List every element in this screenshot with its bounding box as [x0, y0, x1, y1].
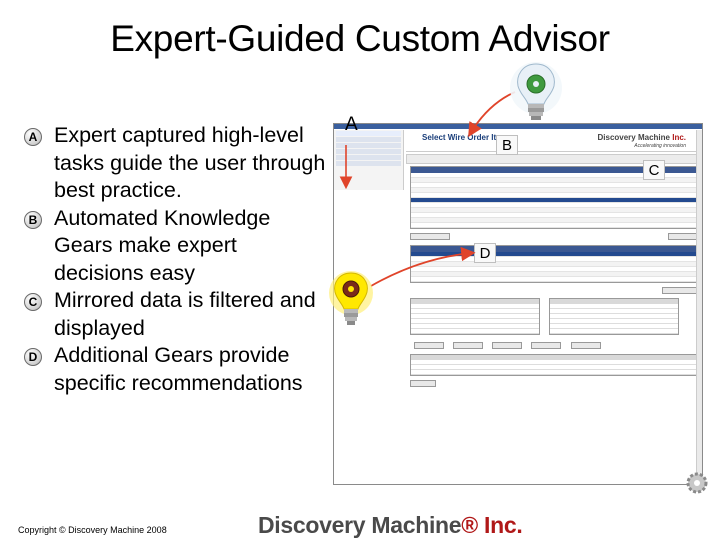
table-row[interactable] — [550, 329, 679, 334]
table-row[interactable] — [411, 277, 697, 282]
badge-b: B — [24, 210, 42, 229]
badge-a: A — [24, 128, 42, 146]
app-tagline: Accelerating innovation — [634, 143, 686, 149]
gear-lightbulb-icon — [329, 271, 373, 325]
app-main: Select Wire Order Item Discovery Machine… — [406, 130, 702, 484]
table-row[interactable] — [411, 178, 697, 183]
table-row[interactable] — [550, 314, 679, 319]
action-button[interactable] — [492, 342, 523, 349]
bullet-c: C Mirrored data is filtered and displaye… — [22, 287, 332, 342]
copyright-text: Copyright © Discovery Machine 2008 — [18, 525, 167, 535]
table-header — [411, 167, 697, 173]
nav-item[interactable] — [336, 137, 401, 142]
table-row[interactable] — [411, 365, 697, 370]
nav-item[interactable] — [336, 149, 401, 154]
gear-lightbulb-icon-lit — [510, 62, 562, 120]
bullet-list: A Expert captured high-level tasks guide… — [22, 122, 332, 397]
app-titlebar — [334, 124, 702, 129]
view-button[interactable] — [410, 380, 436, 387]
refresh-button[interactable] — [662, 287, 698, 294]
badge-d: D — [24, 348, 42, 366]
bullet-d-text: Additional Gears provide specific recomm… — [54, 343, 303, 395]
table-row-selected[interactable] — [411, 252, 697, 257]
table-row[interactable] — [411, 267, 697, 272]
schedule-table — [410, 354, 698, 376]
action-button[interactable] — [570, 342, 601, 349]
table-row[interactable] — [411, 272, 697, 277]
bullet-b-text: Automated Knowledge Gears make expert de… — [54, 205, 271, 285]
footer-brand-suffix: ® Inc. — [461, 512, 523, 538]
table-row[interactable] — [411, 319, 539, 324]
table-row[interactable] — [411, 324, 539, 329]
table-row[interactable] — [550, 309, 679, 314]
result-table — [410, 245, 698, 283]
table-row[interactable] — [411, 203, 697, 208]
app-scrollbar[interactable] — [696, 130, 702, 480]
app-header: Select Wire Order Item Discovery Machine… — [406, 130, 702, 152]
table-row[interactable] — [411, 314, 539, 319]
table-row[interactable] — [411, 188, 697, 193]
annotation-a: A — [345, 114, 358, 135]
annotation-b: B — [496, 135, 518, 155]
app-brand: Discovery Machine Inc. — [598, 133, 687, 142]
slide-title: Expert-Guided Custom Advisor — [110, 18, 610, 59]
table-header — [411, 299, 539, 304]
action-button[interactable] — [453, 342, 484, 349]
nav-item[interactable] — [336, 131, 401, 136]
bullet-a-text: Expert captured high-level tasks guide t… — [54, 123, 326, 202]
badge-c: C — [24, 293, 42, 311]
bullet-d: D Additional Gears provide specific reco… — [22, 342, 332, 397]
table-header — [411, 246, 697, 252]
nav-item[interactable] — [336, 143, 401, 148]
table-row[interactable] — [550, 324, 679, 329]
table-row-selected[interactable] — [411, 198, 697, 203]
footer-logo: Discovery Machine® Inc. — [258, 512, 523, 539]
table-row[interactable] — [411, 257, 697, 262]
table-row[interactable] — [411, 223, 697, 228]
app-brand-name: Discovery Machine — [597, 133, 670, 142]
add-button[interactable] — [410, 233, 450, 240]
action-button[interactable] — [531, 342, 562, 349]
table-row[interactable] — [411, 262, 697, 267]
action-button-row — [410, 340, 698, 352]
table-row[interactable] — [411, 183, 697, 188]
nav-item[interactable] — [336, 155, 401, 160]
table-row[interactable] — [411, 304, 539, 309]
table-row[interactable] — [411, 360, 697, 365]
table-header — [550, 299, 679, 304]
table-row[interactable] — [411, 370, 697, 375]
add-filter-button[interactable] — [668, 233, 698, 240]
table-row[interactable] — [550, 319, 679, 324]
annotation-c: C — [643, 160, 665, 180]
table-header — [411, 355, 697, 360]
table-row[interactable] — [411, 208, 697, 213]
table-row[interactable] — [411, 218, 697, 223]
gear-icon — [686, 472, 708, 494]
selected-items-table — [410, 298, 540, 335]
table-row[interactable] — [411, 329, 539, 334]
bullet-b: B Automated Knowledge Gears make expert … — [22, 205, 332, 288]
table-row[interactable] — [411, 309, 539, 314]
app-brand-suffix: Inc. — [672, 133, 686, 142]
bullet-a: A Expert captured high-level tasks guide… — [22, 122, 332, 205]
footer-brand-name: Discovery Machine — [258, 512, 462, 538]
table-row[interactable] — [411, 173, 697, 178]
action-button[interactable] — [414, 342, 444, 349]
summary-table — [549, 298, 680, 335]
table-row[interactable] — [550, 304, 679, 309]
app-left-nav — [334, 130, 404, 190]
annotation-d: D — [474, 243, 496, 263]
table-row[interactable] — [411, 193, 697, 198]
nav-item[interactable] — [336, 161, 401, 166]
app-title: Select Wire Order Item — [422, 133, 508, 142]
table-row[interactable] — [411, 213, 697, 218]
bullet-c-text: Mirrored data is filtered and displayed — [54, 288, 316, 340]
